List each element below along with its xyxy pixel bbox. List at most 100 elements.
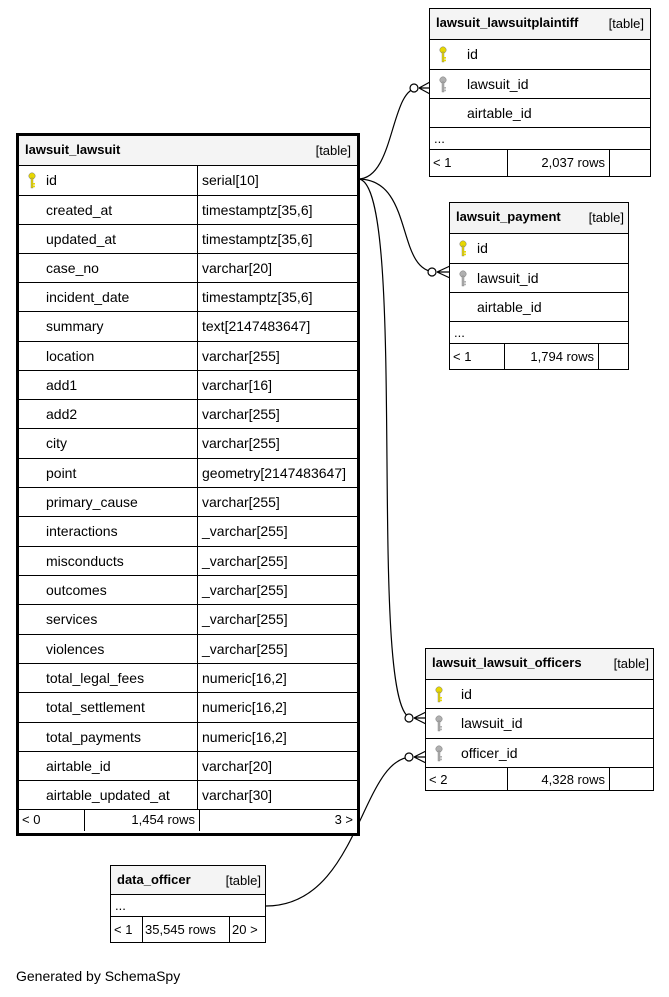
column-type: _varchar[255] — [197, 547, 357, 575]
table-footer: < 1 2,037 rows — [430, 150, 650, 176]
edge-crowfoot — [413, 711, 427, 725]
parents-count: < 1 — [433, 155, 452, 170]
column-type: varchar[16] — [197, 371, 357, 399]
column-name: id — [477, 240, 488, 256]
column-name: updated_at — [46, 231, 117, 247]
edge-optional-circle — [404, 713, 414, 723]
column-row: services_varchar[255] — [19, 605, 357, 635]
column-name: lawsuit_id — [477, 270, 539, 286]
column-type: varchar[20] — [197, 254, 357, 282]
children-count — [609, 768, 653, 791]
table-type: [table] — [315, 143, 351, 158]
row-count: 35,545 rows — [142, 917, 229, 943]
column-type: _varchar[255] — [197, 517, 357, 546]
column-name: city — [46, 435, 67, 451]
table-lawsuit-lawsuit-officers[interactable]: lawsuit_lawsuit_officers [table] id laws… — [425, 648, 654, 791]
children-count: 3 > — [199, 810, 357, 831]
primary-key-icon — [434, 686, 444, 704]
column-name: created_at — [46, 202, 113, 218]
edge-lawsuit-officers — [357, 178, 413, 719]
more-columns: ... — [450, 322, 628, 344]
column-row: violences _varchar[255] — [19, 635, 357, 664]
column-type: timestamptz[35,6] — [197, 283, 357, 311]
column-type: serial[10] — [197, 166, 357, 195]
column-name: airtable_id — [46, 758, 111, 774]
table-lawsuit-payment[interactable]: lawsuit_payment [table] id lawsuit_id ai… — [449, 202, 629, 370]
column-name: officer_id — [461, 745, 518, 761]
column-type: varchar[255] — [197, 342, 357, 370]
table-header: lawsuit_payment [table] — [450, 203, 628, 234]
table-name: data_officer — [117, 872, 191, 887]
table-type: [table] — [613, 656, 649, 671]
column-name: add1 — [46, 377, 78, 393]
row-count: 1,454 rows — [84, 810, 199, 831]
column-name: add2 — [46, 406, 78, 422]
column-name: id — [46, 172, 57, 188]
primary-key-icon — [458, 240, 468, 258]
foreign-key-icon — [458, 270, 468, 288]
column-row: summary text[2147483647] — [19, 312, 357, 342]
table-data-officer[interactable]: data_officer [table] ... < 1 35,545 rows… — [110, 865, 266, 943]
column-row: id — [426, 680, 653, 709]
column-row: add2 varchar[255] — [19, 400, 357, 429]
column-type: varchar[255] — [197, 400, 357, 428]
column-row: airtable_id — [430, 99, 650, 128]
children-count — [609, 150, 650, 176]
column-name: misconducts — [46, 553, 124, 569]
table-lawsuit-lawsuitplaintiff[interactable]: lawsuit_lawsuitplaintiff [table] id laws… — [429, 8, 651, 177]
column-name: total_settlement — [46, 699, 145, 715]
edge-lawsuit-payment — [357, 178, 437, 273]
generated-by-caption: Generated by SchemaSpy — [16, 968, 181, 984]
table-header: data_officer [table] — [111, 866, 265, 895]
column-type: _varchar[255] — [197, 635, 357, 663]
column-row: misconducts _varchar[255] — [19, 547, 357, 576]
table-name: lawsuit_lawsuit — [25, 142, 121, 157]
column-type: timestamptz[35,6] — [197, 196, 357, 224]
table-header: lawsuit_lawsuitplaintiff [table] — [430, 9, 650, 40]
column-name: total_legal_fees — [46, 670, 145, 686]
column-name: summary — [46, 318, 104, 334]
primary-key-icon — [27, 172, 37, 190]
foreign-key-icon — [434, 745, 444, 763]
column-type: varchar[20] — [197, 752, 357, 780]
column-type: varchar[255] — [197, 488, 357, 516]
column-name: id — [467, 46, 478, 62]
table-type: [table] — [608, 16, 644, 31]
column-row: id — [450, 234, 628, 264]
parents-count: < 2 — [429, 772, 448, 787]
column-type: _varchar[255] — [197, 576, 357, 604]
row-count: 2,037 rows — [507, 150, 609, 176]
column-name: airtable_updated_at — [46, 787, 170, 803]
column-name: location — [46, 348, 95, 364]
edge-optional-circle — [404, 752, 414, 762]
column-name: lawsuit_id — [467, 76, 529, 92]
table-type: [table] — [588, 210, 624, 225]
row-count: 1,794 rows — [504, 344, 598, 370]
column-name: violences — [46, 641, 105, 657]
table-footer: < 0 1,454 rows 3 > — [19, 810, 357, 831]
column-row: case_no varchar[20] — [19, 254, 357, 283]
column-row: officer_id — [426, 739, 653, 768]
column-name: airtable_id — [467, 105, 532, 121]
column-type: text[2147483647] — [197, 312, 357, 341]
column-name: case_no — [46, 260, 99, 276]
table-lawsuit-lawsuit[interactable]: lawsuit_lawsuit [table] id serial[10] crea… — [16, 133, 360, 836]
column-name: interactions — [46, 523, 118, 539]
column-row: airtable_id varchar[20] — [19, 752, 357, 781]
column-row: add1 varchar[16] — [19, 371, 357, 400]
children-count: 20 > — [229, 917, 265, 943]
column-type: geometry[2147483647] — [197, 459, 357, 487]
table-name: lawsuit_payment — [456, 209, 561, 224]
column-row: id serial[10] — [19, 166, 357, 196]
column-name: total_payments — [46, 729, 141, 745]
edge-lawsuit-plaintiff — [357, 87, 419, 180]
column-type: numeric[16,2] — [197, 723, 357, 751]
column-row: interactions _varchar[255] — [19, 517, 357, 547]
more-columns: ... — [430, 128, 650, 150]
